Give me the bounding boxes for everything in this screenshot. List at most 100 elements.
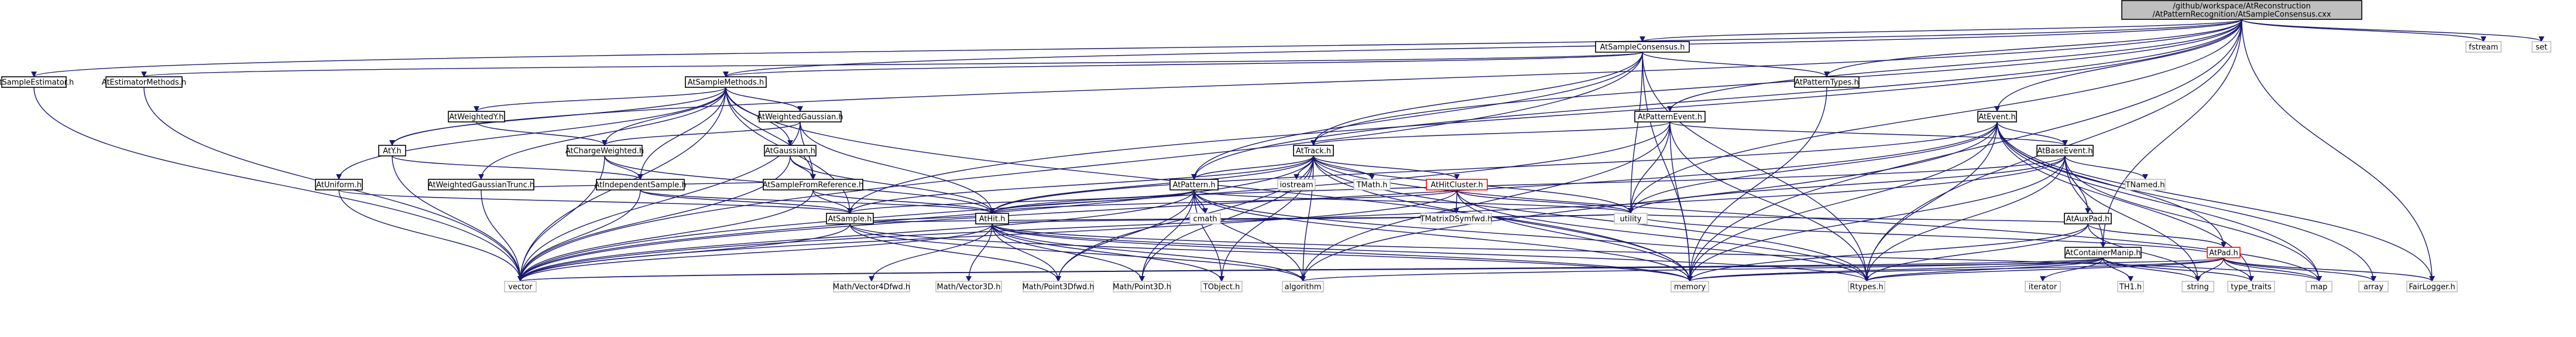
node-box-MathVector3D bbox=[935, 281, 1002, 292]
edge-AtWeightedGaussian-to-vector bbox=[517, 121, 801, 282]
node-AtContainerManip[interactable]: AtContainerManip.h bbox=[2064, 247, 2142, 258]
edge-AtHit-to-map bbox=[992, 223, 2322, 282]
node-AtTrack[interactable]: AtTrack.h bbox=[1293, 145, 1334, 156]
edge-AtBaseEvent-to-TNamed bbox=[2064, 155, 2148, 180]
node-box-AtIndependentSample bbox=[596, 179, 685, 190]
edge-AtSampleConsensus-to-AtSampleMethods bbox=[723, 52, 1643, 77]
node-AtPad[interactable]: AtPad.h bbox=[2207, 247, 2241, 258]
node-AtWeightedGaussianTrunc[interactable]: AtWeightedGaussianTrunc.h bbox=[428, 179, 534, 190]
edge-AtEvent-to-AtHit bbox=[989, 121, 1998, 214]
node-box-type_traits bbox=[2227, 281, 2275, 292]
node-label-MathPoint3Dfwd: Math/Point3Dfwd.h bbox=[1022, 283, 1094, 292]
edge-AtPatternTypes-to-memory bbox=[1687, 87, 1827, 282]
node-AtEvent[interactable]: AtEvent.h bbox=[1977, 111, 2017, 122]
node-AtEstimatorMethods[interactable]: AtEstimatorMethods.h bbox=[102, 76, 186, 88]
edge-AtPad-to-FairLogger bbox=[2223, 257, 2435, 282]
node-AtY[interactable]: AtY.h bbox=[378, 145, 406, 156]
edge-AtHitCluster-to-utility bbox=[1456, 189, 1634, 214]
edge-AtBaseEvent-to-string bbox=[2064, 155, 2201, 282]
edge-AtEvent-to-algorithm bbox=[1300, 121, 1998, 282]
node-label-string: string bbox=[2187, 283, 2208, 292]
node-fstream: fstream bbox=[2465, 41, 2502, 53]
node-AtPattern[interactable]: AtPattern.h bbox=[1169, 179, 1219, 190]
node-box-AtEvent bbox=[1977, 111, 2017, 122]
edge-AtTrack-to-AtSample bbox=[847, 155, 1314, 214]
edge-AtEvent-to-FairLogger bbox=[1997, 121, 2435, 282]
node-AtHit[interactable]: AtHit.h bbox=[975, 213, 1009, 224]
node-TMath: TMath.h bbox=[1353, 179, 1391, 190]
node-MathPoint3D: Math/Point3D.h bbox=[1113, 281, 1171, 292]
node-label-algorithm: algorithm bbox=[1285, 283, 1322, 292]
node-label-cmath: cmath bbox=[1193, 215, 1217, 224]
node-AtPatternEvent[interactable]: AtPatternEvent.h bbox=[1634, 111, 1706, 122]
node-box-AtPad bbox=[2207, 247, 2241, 258]
edge-AtSampleMethods-to-AtWeightedGaussian bbox=[725, 87, 803, 112]
node-AtBaseEvent[interactable]: AtBaseEvent.h bbox=[2036, 145, 2094, 156]
node-box-fstream bbox=[2465, 41, 2502, 53]
node-label-AtY: AtY.h bbox=[383, 147, 401, 156]
edge-AtSampleConsensus-to-AtTrack bbox=[1311, 52, 1643, 146]
edge-AtPad-to-map bbox=[2223, 257, 2322, 282]
edge-AtWeightedGaussian-to-AtHit bbox=[800, 121, 995, 214]
edge-AtWeightedGaussianTrunc-to-vector bbox=[481, 189, 523, 282]
edge-AtPattern-to-AtSample bbox=[847, 189, 1195, 214]
node-AtPatternTypes[interactable]: AtPatternTypes.h bbox=[1794, 76, 1860, 88]
edge-AtSampleMethods-to-AtWeightedY bbox=[474, 87, 726, 112]
node-AtIndependentSample[interactable]: AtIndependentSample.h bbox=[594, 179, 687, 190]
edge-AtPattern-to-AtHit bbox=[989, 189, 1195, 214]
node-AtHitCluster[interactable]: AtHitCluster.h bbox=[1426, 179, 1488, 190]
node-AtSampleEstimator[interactable]: AtSampleEstimator.h bbox=[0, 76, 74, 88]
edge-AtIndependentSample-to-AtSample bbox=[640, 189, 853, 214]
node-AtGaussian[interactable]: AtGaussian.h bbox=[764, 145, 817, 156]
edge-root-to-AtY bbox=[389, 19, 2242, 146]
node-label-Rtypes: Rtypes.h bbox=[1850, 283, 1883, 292]
edge-root-to-AtSampleEstimator bbox=[31, 19, 2242, 77]
node-AtChargeWeighted[interactable]: AtChargeWeighted.h bbox=[565, 145, 644, 156]
node-string: string bbox=[2181, 281, 2214, 292]
edge-root-to-AtSample bbox=[847, 19, 2242, 214]
node-label-AtHitCluster: AtHitCluster.h bbox=[1431, 181, 1483, 190]
edge-AtPad-to-Rtypes bbox=[1864, 257, 2224, 282]
edge-AtGaussian-to-vector bbox=[517, 155, 791, 282]
edge-root-to-AtPatternEvent bbox=[1667, 19, 2242, 112]
node-AtWeightedGaussian[interactable]: AtWeightedGaussian.h bbox=[757, 111, 843, 122]
node-box-AtHitCluster bbox=[1426, 179, 1488, 190]
edge-AtPattern-to-utility bbox=[1193, 189, 1634, 214]
edge-AtSampleFromReference-to-vector bbox=[517, 189, 814, 282]
node-AtUniform[interactable]: AtUniform.h bbox=[315, 179, 363, 190]
edge-AtBaseEvent-to-map bbox=[2064, 155, 2322, 282]
edge-root-to-AtEvent bbox=[1994, 19, 2242, 112]
node-label-FairLogger: FairLogger.h bbox=[2409, 283, 2455, 292]
node-box-vector bbox=[504, 281, 537, 292]
edge-AtTrack-to-Rtypes bbox=[1313, 155, 1870, 282]
node-box-iterator bbox=[2025, 281, 2061, 292]
node-box-AtEstimatorMethods bbox=[105, 76, 183, 88]
node-AtSampleMethods[interactable]: AtSampleMethods.h bbox=[685, 76, 767, 88]
node-label-AtWeightedGaussian: AtWeightedGaussian.h bbox=[757, 113, 843, 122]
node-AtSampleConsensus[interactable]: AtSampleConsensus.h bbox=[1595, 41, 1690, 53]
node-box-AtSampleFromReference bbox=[763, 179, 863, 190]
edge-AtIndependentSample-to-vector bbox=[517, 189, 641, 282]
edge-AtChargeWeighted-to-AtIndependentSample bbox=[604, 155, 643, 180]
node-label-TNamed: TNamed.h bbox=[2125, 181, 2165, 190]
node-label-AtUniform: AtUniform.h bbox=[316, 181, 362, 190]
node-root[interactable]: /github/workspace/AtReconstruction/AtPat… bbox=[2121, 0, 2362, 20]
node-box-AtTrack bbox=[1293, 145, 1334, 156]
edge-AtPatternEvent-to-AtBaseEvent bbox=[1669, 121, 2068, 146]
edge-AtPad-to-memory bbox=[1687, 257, 2224, 282]
node-label-TMatrixDSymfwd: TMatrixDSymfwd.h bbox=[1419, 215, 1492, 224]
node-memory: memory bbox=[1671, 281, 1709, 292]
edge-AtEvent-to-Rtypes bbox=[1864, 121, 1998, 282]
node-AtSampleFromReference[interactable]: AtSampleFromReference.h bbox=[763, 179, 864, 190]
node-box-AtChargeWeighted bbox=[567, 145, 643, 156]
node-AtAuxPad[interactable]: AtAuxPad.h bbox=[2064, 213, 2112, 224]
node-AtWeightedY[interactable]: AtWeightedY.h bbox=[448, 111, 505, 122]
node-box-array bbox=[2358, 281, 2389, 292]
node-label-TMath: TMath.h bbox=[1356, 181, 1388, 190]
node-AtSample[interactable]: AtSample.h bbox=[826, 213, 874, 224]
node-box-AtWeightedGaussianTrunc bbox=[428, 179, 534, 190]
edge-AtHit-to-MathVector4D bbox=[869, 223, 993, 282]
edge-AtContainerManip-to-iterator bbox=[2040, 257, 2104, 282]
node-label-AtSampleMethods: AtSampleMethods.h bbox=[688, 79, 764, 87]
edge-AtSampleConsensus-to-AtEstimatorMethods bbox=[142, 52, 1643, 77]
